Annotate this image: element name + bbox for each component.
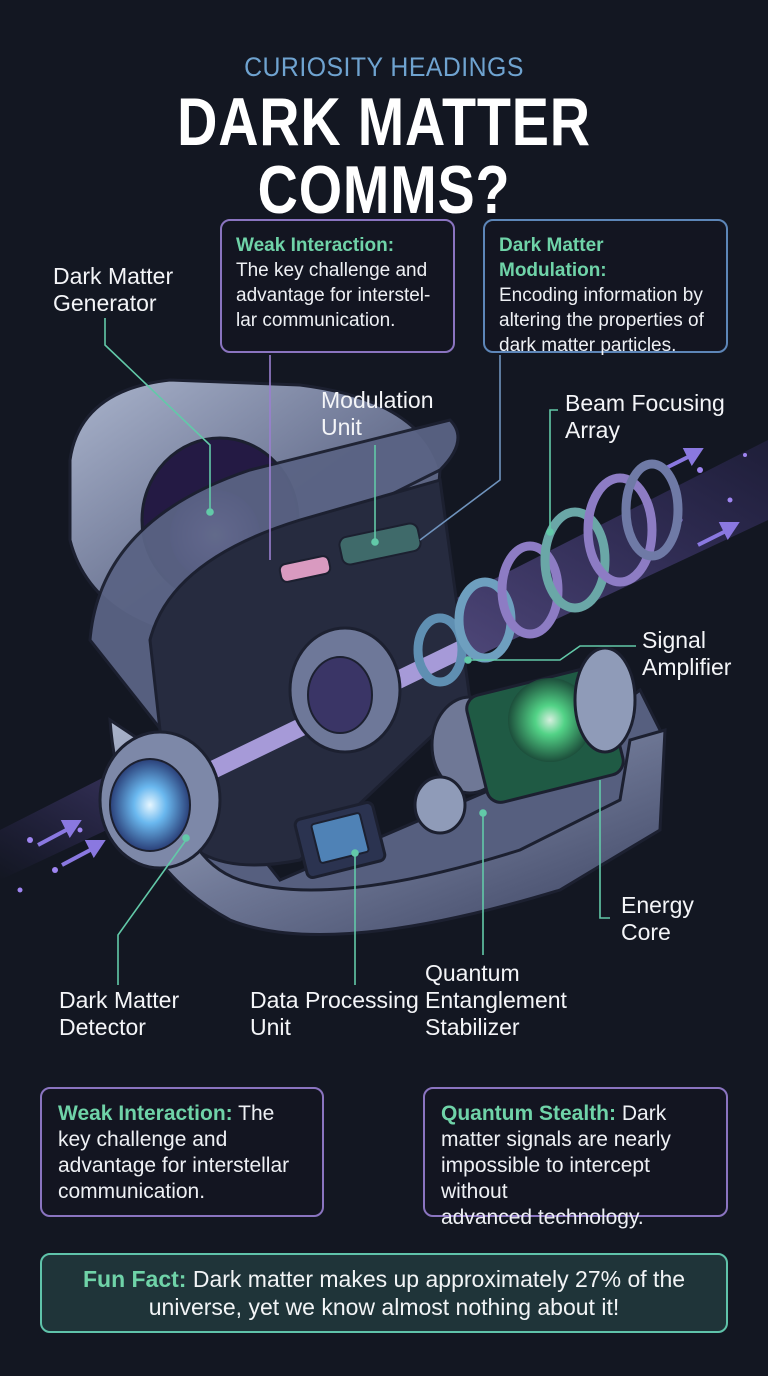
label-data-processing-unit: Data Processing Unit xyxy=(250,987,419,1040)
callout-heading: Weak Interaction: xyxy=(58,1102,233,1125)
callout-line: advantage for interstel- xyxy=(236,285,431,306)
callout-heading: Quantum Stealth: xyxy=(441,1102,617,1125)
label-beam-focusing-array: Beam Focusing Array xyxy=(565,390,725,443)
page-title: DARK MATTER COMMS? xyxy=(177,84,591,228)
fun-fact-heading: Fun Fact: xyxy=(82,1266,187,1292)
callout-line: The key challenge and xyxy=(236,260,428,281)
label-dark-matter-generator: Dark Matter Generator xyxy=(53,263,174,316)
callout-line: advantage for interstellar xyxy=(58,1154,290,1177)
callout-quantum-stealth: Quantum Stealth: Dark matter signals are… xyxy=(423,1087,728,1229)
label-energy-core: Energy Core xyxy=(621,892,694,945)
callout-line: altering the properties of xyxy=(499,310,704,331)
label-modulation-unit: Modulation Unit xyxy=(321,387,434,440)
callout-line: key challenge and xyxy=(58,1128,228,1151)
callout-weak-interaction-top: Weak Interaction: The key challenge and … xyxy=(220,219,455,353)
energy-core-glow xyxy=(508,678,592,762)
callout-line: matter signals are nearly xyxy=(441,1128,671,1151)
callout-line: impossible to intercept without xyxy=(441,1154,650,1203)
focusing-rings xyxy=(413,459,683,687)
label-signal-amplifier: Signal Amplifier xyxy=(642,627,732,680)
leader-lines xyxy=(104,318,636,985)
callout-line: communication. xyxy=(58,1180,206,1203)
callout-heading: Dark Matter Modulation: xyxy=(499,235,607,281)
fun-fact-box: Fun Fact: Dark matter makes up approxima… xyxy=(40,1253,728,1333)
particle-dots xyxy=(17,453,747,893)
callout-line: Encoding information by xyxy=(499,285,703,306)
label-quantum-entanglement-stabilizer: Quantum Entanglement Stabilizer xyxy=(425,960,567,1040)
callout-line: lar communication. xyxy=(236,310,396,331)
callout-line: advanced technology. xyxy=(441,1206,644,1229)
fun-fact-line-1: Dark matter makes up approximately 27% o… xyxy=(192,1266,686,1292)
callout-dark-matter-modulation: Dark Matter Modulation: Encoding informa… xyxy=(483,219,728,356)
callout-weak-interaction-bottom: Weak Interaction: The key challenge and … xyxy=(40,1087,324,1217)
callout-line: dark matter particles. xyxy=(499,335,677,356)
label-dark-matter-detector: Dark Matter Detector xyxy=(59,987,180,1040)
fun-fact-line-2: universe, yet we know almost nothing abo… xyxy=(148,1294,620,1320)
kicker-heading: CURIOSITY HEADINGS xyxy=(244,52,524,82)
callout-heading: Weak Interaction: xyxy=(236,235,395,256)
